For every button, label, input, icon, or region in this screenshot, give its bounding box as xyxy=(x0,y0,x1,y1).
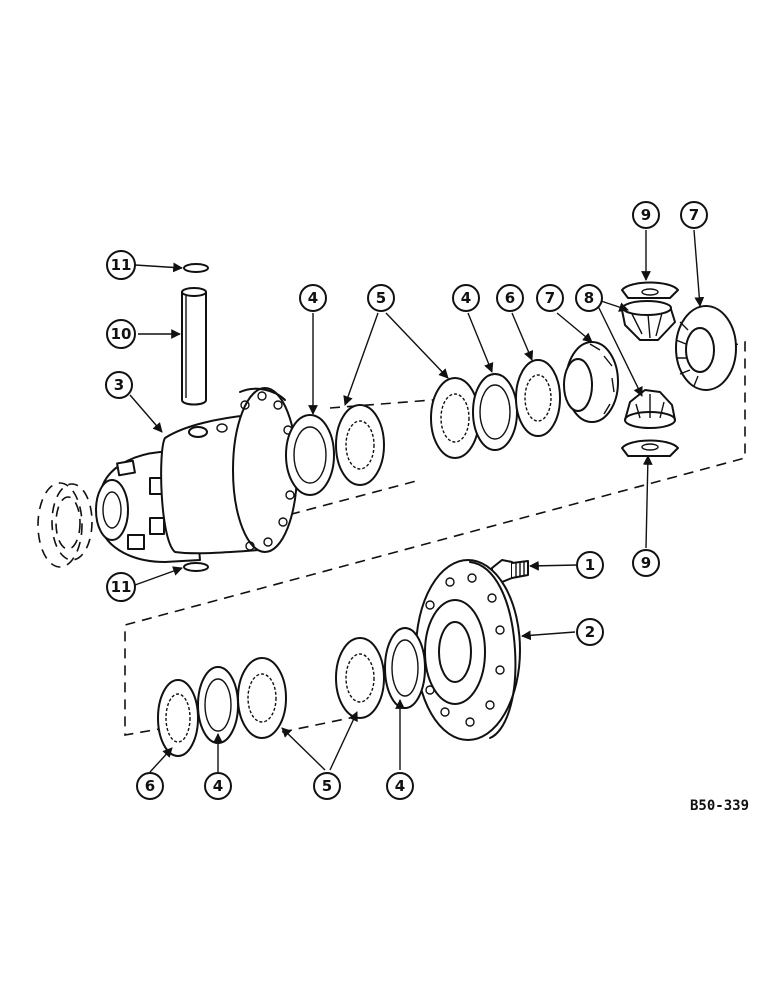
cross-shaft xyxy=(181,287,207,406)
svg-text:11: 11 xyxy=(111,578,132,596)
callout-2: 2 xyxy=(576,618,604,646)
friction-disc-upper-right xyxy=(430,377,480,459)
separator-plate-lower-right xyxy=(384,627,426,709)
friction-disc-lower-right xyxy=(335,637,385,719)
callout-4-lower-right: 4 xyxy=(386,772,414,800)
callout-7-center: 7 xyxy=(536,284,564,312)
svg-text:9: 9 xyxy=(641,554,651,572)
thrust-washer-lower xyxy=(621,439,679,457)
separator-plate-upper-right xyxy=(472,373,518,451)
friction-disc-lower-left xyxy=(237,657,287,739)
differential-case xyxy=(95,387,298,563)
callout-10: 10 xyxy=(106,319,136,349)
callout-4-upper-left: 4 xyxy=(299,284,327,312)
callout-5-upper: 5 xyxy=(367,284,395,312)
separator-plate-upper-left xyxy=(285,414,335,496)
side-gear-left xyxy=(563,341,619,423)
svg-text:7: 7 xyxy=(545,289,555,307)
svg-text:6: 6 xyxy=(505,289,515,307)
bearing-cup xyxy=(37,482,93,568)
callout-6-upper: 6 xyxy=(496,284,524,312)
svg-text:2: 2 xyxy=(585,623,595,641)
pinion-gear-upper xyxy=(621,300,676,341)
friction-disc-upper-left xyxy=(335,404,385,486)
leader-lines xyxy=(129,229,705,773)
separator-plate-lower-left xyxy=(197,666,239,744)
snap-ring-lower xyxy=(183,562,209,572)
svg-text:8: 8 xyxy=(584,289,594,307)
svg-text:6: 6 xyxy=(145,777,155,795)
callout-8: 8 xyxy=(575,284,603,312)
callout-11-lower: 11 xyxy=(106,572,136,602)
callout-11-upper: 11 xyxy=(106,250,136,280)
callout-9-lower: 9 xyxy=(632,549,660,577)
thrust-washer-upper xyxy=(621,281,679,299)
shim-lower xyxy=(157,679,199,757)
svg-text:5: 5 xyxy=(322,777,332,795)
svg-text:5: 5 xyxy=(376,289,386,307)
svg-text:7: 7 xyxy=(689,206,699,224)
svg-text:4: 4 xyxy=(461,289,471,307)
pinion-gear-lower xyxy=(624,389,676,429)
svg-text:4: 4 xyxy=(308,289,318,307)
svg-text:9: 9 xyxy=(641,206,651,224)
svg-text:1: 1 xyxy=(585,556,595,574)
case-half xyxy=(415,559,521,741)
svg-text:4: 4 xyxy=(213,777,223,795)
callout-5-lower: 5 xyxy=(313,772,341,800)
callout-4-lower-left: 4 xyxy=(204,772,232,800)
callout-3: 3 xyxy=(105,371,133,399)
callout-6-lower: 6 xyxy=(136,772,164,800)
callout-1: 1 xyxy=(576,551,604,579)
svg-text:4: 4 xyxy=(395,777,405,795)
side-gear-right xyxy=(675,305,737,391)
snap-ring-upper xyxy=(183,263,209,273)
drawing-code: B50-339 xyxy=(690,798,749,814)
svg-text:10: 10 xyxy=(111,325,132,343)
shim-upper xyxy=(515,359,561,437)
svg-text:3: 3 xyxy=(114,376,124,394)
callout-4-upper-right: 4 xyxy=(452,284,480,312)
callout-9-upper: 9 xyxy=(632,201,660,229)
callout-7-right: 7 xyxy=(680,201,708,229)
svg-text:11: 11 xyxy=(111,256,132,274)
